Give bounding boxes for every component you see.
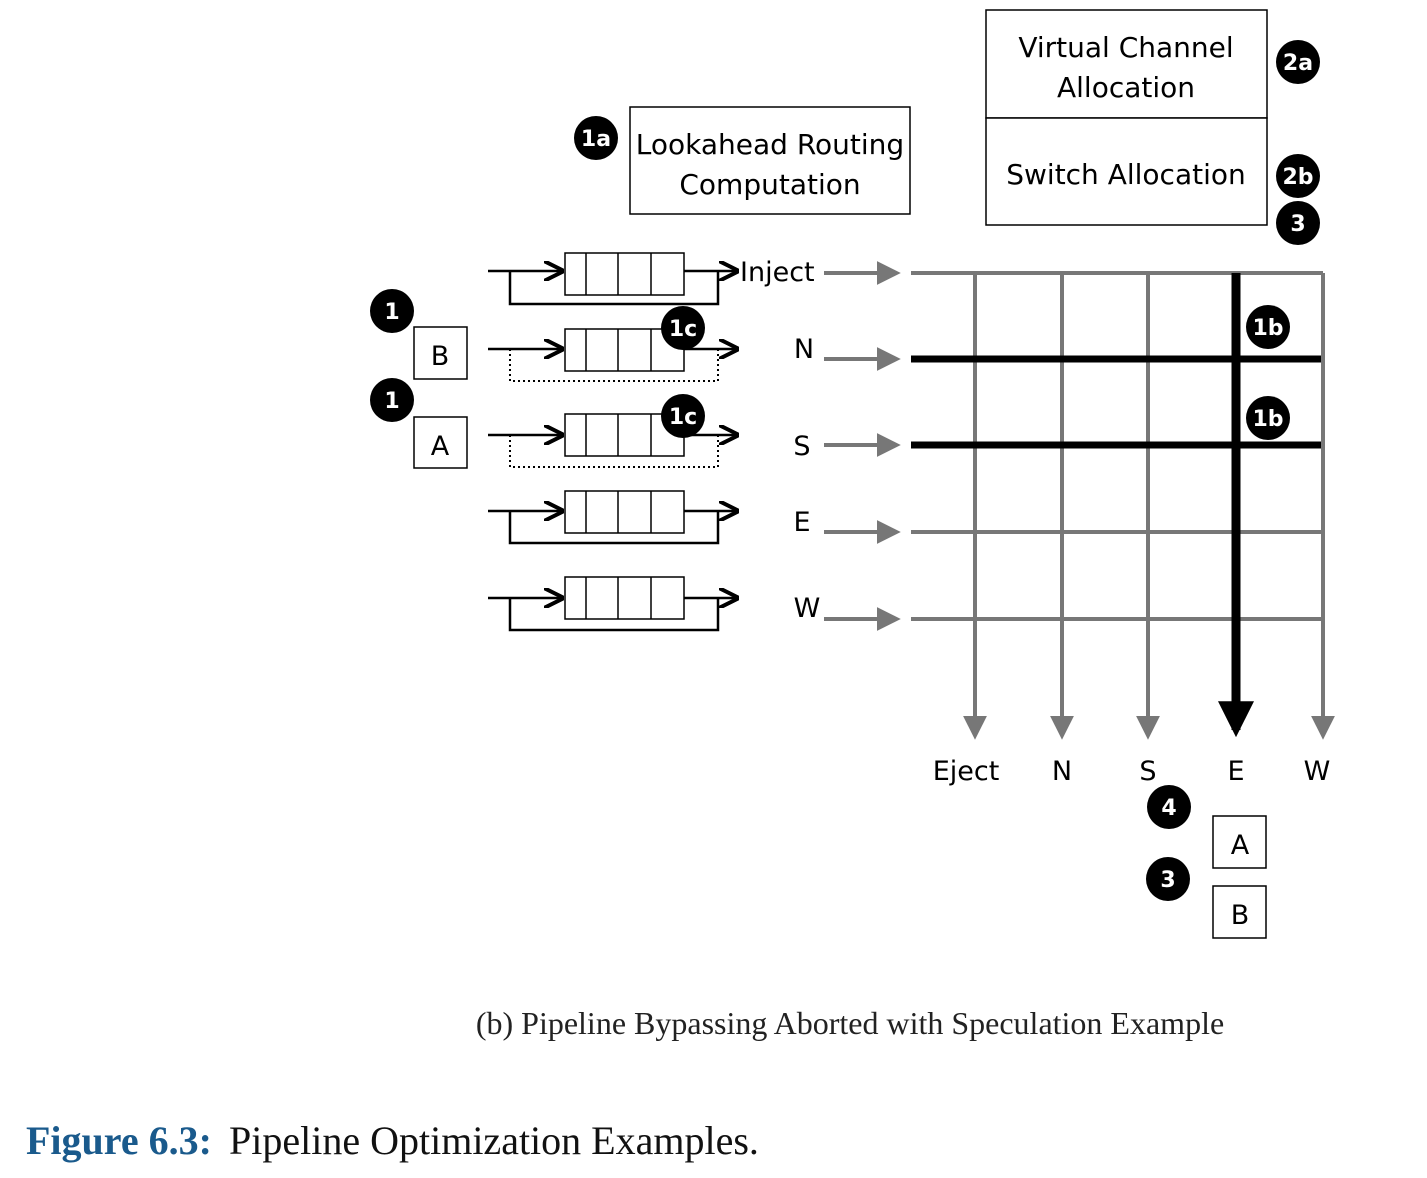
output-label-e: E — [1227, 756, 1244, 787]
figure-title: Pipeline Optimization Examples. — [229, 1118, 759, 1163]
input-row-w — [488, 576, 737, 632]
lookahead-routing-line1: Lookahead Routing — [636, 128, 904, 161]
input-label-n: N — [794, 334, 814, 365]
input-label-inject: Inject — [740, 257, 815, 288]
flit-b-input: B — [413, 326, 468, 380]
output-label-n: N — [1052, 756, 1072, 787]
svg-text:3: 3 — [1290, 212, 1305, 237]
svg-text:1b: 1b — [1252, 316, 1283, 341]
svg-text:3: 3 — [1160, 868, 1175, 893]
flit-a-input-label: A — [431, 431, 450, 462]
flit-b-output: B — [1212, 885, 1267, 939]
step-badge-3-top: 3 — [1276, 201, 1320, 245]
input-buffer — [564, 328, 685, 372]
vc-allocation-box: Virtual Channel Allocation — [985, 9, 1268, 119]
switch-allocation-label: Switch Allocation — [1006, 158, 1246, 191]
step-badge-2a: 2a — [1276, 40, 1320, 84]
lookahead-routing-box: Lookahead Routing Computation — [629, 106, 911, 215]
input-row-n — [488, 328, 737, 382]
svg-text:1: 1 — [384, 300, 399, 325]
step-badge-1-upper: 1 — [370, 289, 414, 333]
flit-a-output: A — [1212, 815, 1267, 869]
input-label-s: S — [793, 431, 810, 462]
svg-text:2b: 2b — [1282, 165, 1313, 190]
step-badge-1b-lower: 1b — [1246, 396, 1290, 440]
step-badge-4: 4 — [1147, 785, 1191, 829]
crossbar — [911, 271, 1335, 740]
lookahead-routing-line2: Computation — [679, 168, 860, 201]
step-badge-1c-upper: 1c — [661, 306, 705, 350]
flit-a-input: A — [413, 416, 468, 469]
svg-text:1: 1 — [384, 389, 399, 414]
input-buffer — [564, 252, 685, 296]
input-buffer — [564, 576, 685, 620]
step-badge-1b-upper: 1b — [1246, 305, 1290, 349]
svg-text:2a: 2a — [1283, 51, 1313, 76]
step-badge-1c-lower: 1c — [661, 394, 705, 438]
input-buffer — [564, 490, 685, 534]
svg-text:4: 4 — [1161, 796, 1176, 821]
output-label-s: S — [1139, 756, 1156, 787]
flit-a-output-label: A — [1231, 830, 1250, 861]
vc-allocation-line1: Virtual Channel — [1018, 31, 1233, 64]
subfigure-caption: (b) Pipeline Bypassing Aborted with Spec… — [476, 1005, 1224, 1041]
input-label-e: E — [793, 507, 810, 538]
vc-allocation-line2: Allocation — [1057, 71, 1195, 104]
step-badge-2b: 2b — [1276, 154, 1320, 198]
svg-text:1b: 1b — [1252, 407, 1283, 432]
step-badge-1a: 1a — [574, 116, 618, 160]
crossbar-input-arrows — [824, 261, 901, 631]
input-label-w: W — [794, 593, 821, 624]
figure-number: Figure 6.3: — [26, 1118, 212, 1163]
input-row-e — [488, 490, 737, 545]
step-badge-1-lower: 1 — [370, 378, 414, 422]
output-label-eject: Eject — [933, 756, 1000, 787]
svg-text:1a: 1a — [581, 127, 611, 152]
flit-b-output-label: B — [1231, 900, 1250, 931]
flit-b-input-label: B — [431, 341, 450, 372]
step-badge-3-bottom: 3 — [1146, 857, 1190, 901]
svg-text:1c: 1c — [669, 317, 697, 342]
switch-allocation-box: Switch Allocation — [985, 117, 1268, 226]
svg-text:1c: 1c — [669, 405, 697, 430]
output-label-w: W — [1304, 756, 1331, 787]
input-row-inject — [488, 252, 737, 306]
